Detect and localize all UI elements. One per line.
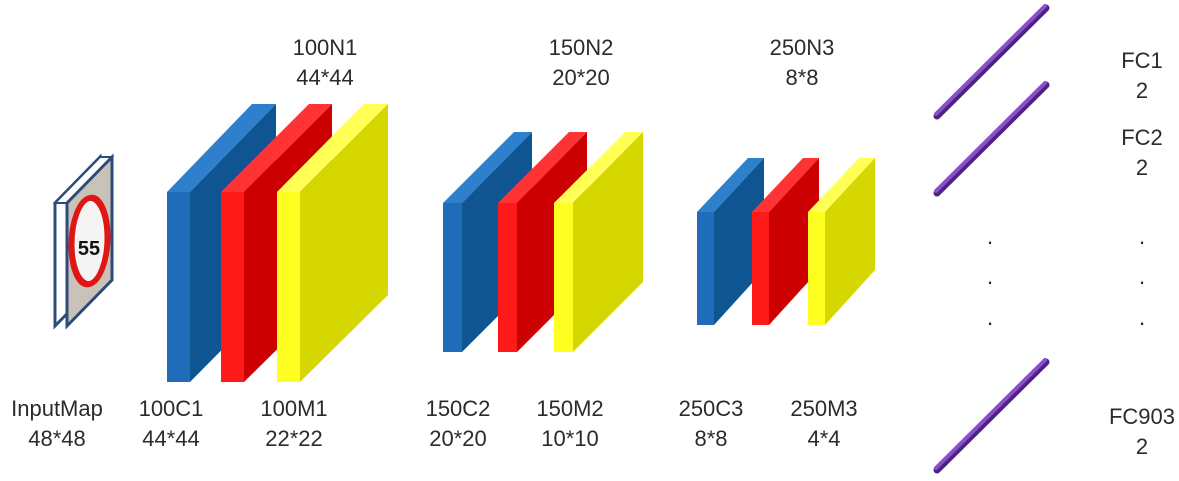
label-fc2: FC2 2	[1102, 123, 1179, 183]
label-250n3: 250N3 8*8	[747, 33, 857, 93]
fc2-line	[933, 81, 1050, 197]
norm3-block	[752, 158, 819, 325]
label-150n2-size: 20*20	[552, 65, 610, 90]
label-250n3-name: 250N3	[769, 35, 835, 60]
label-inputmap-name: InputMap	[11, 396, 103, 421]
stage-2-blocks	[443, 132, 643, 352]
label-250m3-name: 250M3	[790, 396, 858, 421]
speed-sign-text: 55	[78, 238, 100, 260]
label-150n2-name: 150N2	[548, 35, 614, 60]
fc1-line	[933, 4, 1050, 120]
label-inputmap: InputMap 48*48	[2, 394, 112, 454]
label-100c1: 100C1 44*44	[116, 394, 226, 454]
fc903-line	[933, 358, 1050, 474]
label-250m3: 250M3 4*4	[769, 394, 879, 454]
label-fc2-name: FC2	[1121, 125, 1163, 150]
label-150c2-size: 20*20	[429, 426, 487, 451]
ellipsis-dot-left-3: .	[987, 305, 994, 330]
stage-3-blocks	[697, 158, 875, 325]
label-fc1: FC1 2	[1102, 46, 1179, 106]
label-100m1-size: 22*22	[265, 426, 323, 451]
label-150m2-name: 150M2	[536, 396, 604, 421]
ellipsis-dot-right-3: .	[1139, 305, 1146, 330]
label-fc2-size: 2	[1135, 155, 1149, 180]
label-fc903: FC903 2	[1102, 402, 1179, 462]
label-100m1: 100M1 22*22	[239, 394, 349, 454]
label-250m3-size: 4*4	[807, 426, 841, 451]
ellipsis-dot-right-1: .	[1139, 224, 1146, 249]
label-250c3-size: 8*8	[694, 426, 728, 451]
label-250c3-name: 250C3	[678, 396, 744, 421]
label-150c2-name: 150C2	[425, 396, 491, 421]
conv3-block	[697, 158, 764, 325]
label-fc903-size: 2	[1135, 434, 1149, 459]
ellipsis-dot-left-1: .	[987, 224, 994, 249]
label-100c1-name: 100C1	[138, 396, 204, 421]
label-100n1-name: 100N1	[292, 35, 358, 60]
speed-sign-ring	[68, 194, 111, 288]
label-fc1-name: FC1	[1121, 48, 1163, 73]
ellipsis-dot-right-2: .	[1139, 264, 1146, 289]
label-100m1-name: 100M1	[260, 396, 328, 421]
label-100n1: 100N1 44*44	[270, 33, 380, 93]
label-250n3-size: 8*8	[785, 65, 819, 90]
label-150m2: 150M2 10*10	[515, 394, 625, 454]
pool2-block	[554, 132, 643, 352]
label-150n2: 150N2 20*20	[526, 33, 636, 93]
label-150m2-size: 10*10	[541, 426, 599, 451]
label-fc1-size: 2	[1135, 78, 1149, 103]
pool1-block	[277, 104, 388, 382]
input-map-image: 55	[52, 153, 115, 330]
label-inputmap-size: 48*48	[28, 426, 86, 451]
label-250c3: 250C3 8*8	[656, 394, 766, 454]
pool3-block	[808, 158, 875, 325]
label-150c2: 150C2 20*20	[403, 394, 513, 454]
stage-1-blocks	[167, 104, 388, 382]
ellipsis-dot-left-2: .	[987, 264, 994, 289]
label-fc903-name: FC903	[1108, 404, 1176, 429]
label-100n1-size: 44*44	[296, 65, 354, 90]
fc-layers	[933, 4, 1050, 474]
label-100c1-size: 44*44	[142, 426, 200, 451]
